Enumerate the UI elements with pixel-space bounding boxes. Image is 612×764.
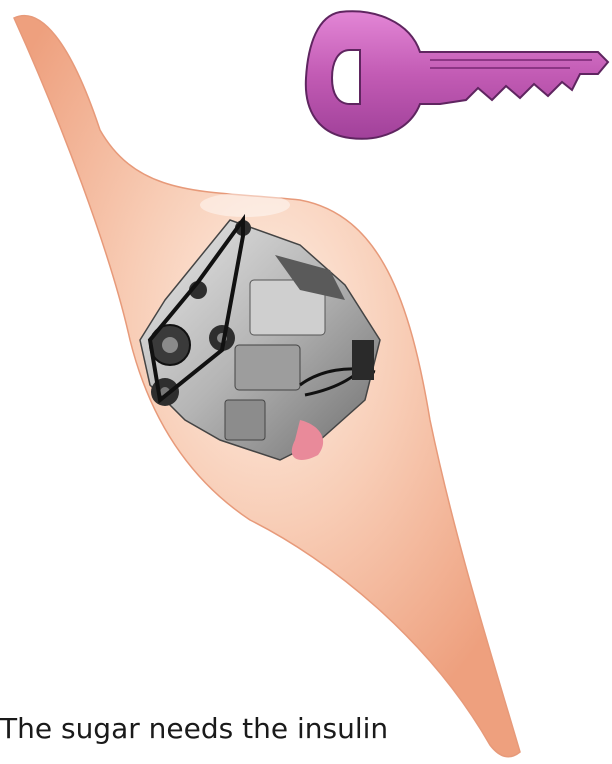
caption: The sugar needs the insulin	[0, 712, 388, 745]
key-icon	[306, 11, 608, 138]
